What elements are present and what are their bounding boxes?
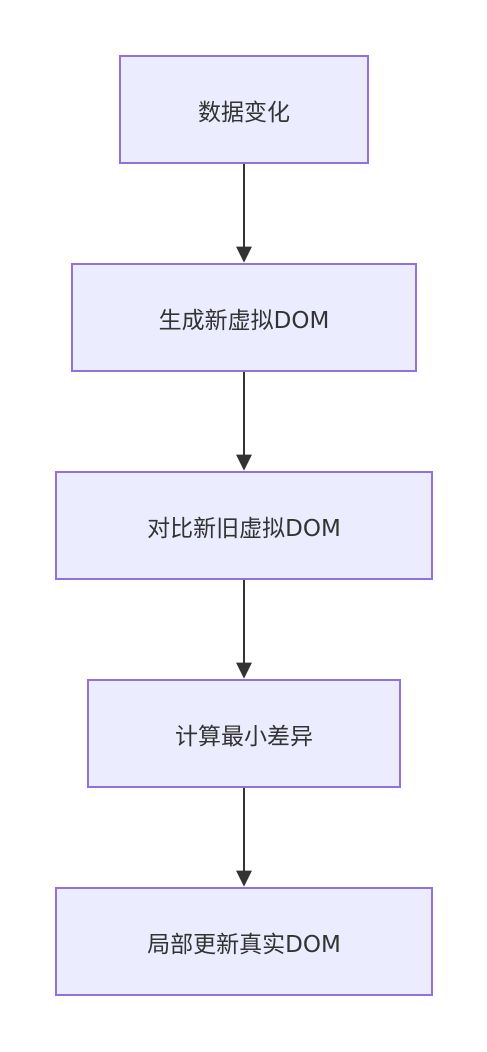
node-label: 计算最小差异 — [175, 723, 313, 750]
node-data-change: 数据变化 — [119, 55, 369, 164]
node-label: 局部更新真实DOM — [147, 931, 341, 958]
node-label: 对比新旧虚拟DOM — [147, 515, 341, 542]
node-generate-new-vdom: 生成新虚拟DOM — [71, 263, 417, 372]
node-label: 数据变化 — [198, 99, 290, 126]
node-patch-real-dom: 局部更新真实DOM — [55, 887, 433, 996]
node-label: 生成新虚拟DOM — [158, 307, 330, 334]
node-compute-min-diff: 计算最小差异 — [87, 679, 401, 788]
node-diff-vdom: 对比新旧虚拟DOM — [55, 471, 433, 580]
